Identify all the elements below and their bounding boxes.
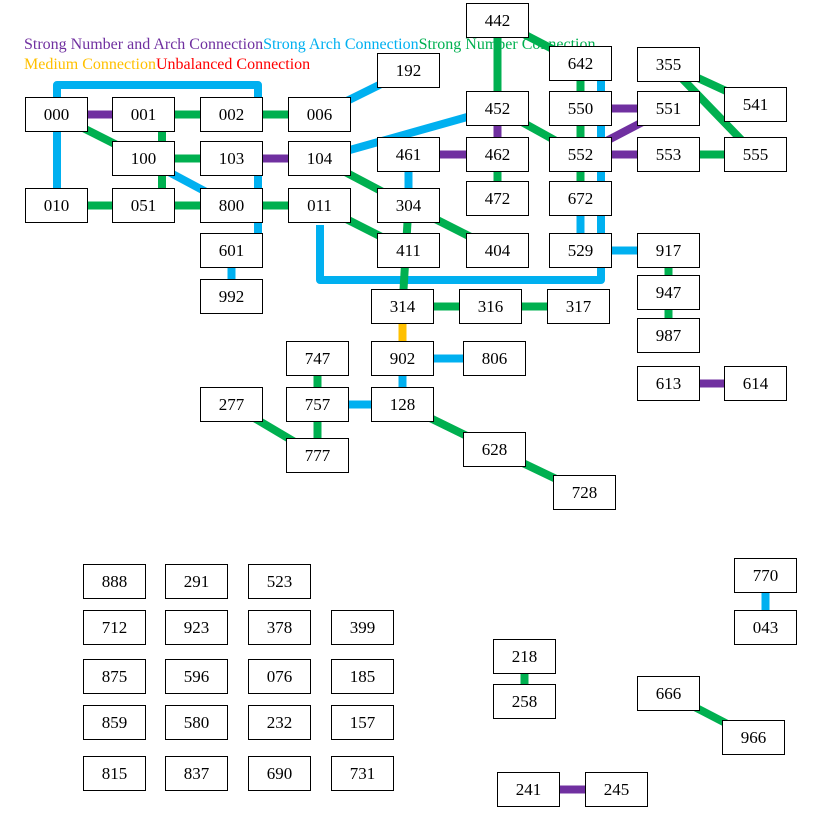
node-277: 277	[200, 387, 263, 422]
node-690: 690	[248, 756, 311, 791]
connection-011-642	[316, 64, 605, 284]
node-888: 888	[83, 564, 146, 599]
node-837: 837	[165, 756, 228, 791]
node-628: 628	[463, 432, 526, 467]
node-442: 442	[466, 3, 529, 38]
node-992: 992	[200, 279, 263, 314]
node-728: 728	[553, 475, 616, 510]
node-777: 777	[286, 438, 349, 473]
node-747: 747	[286, 341, 349, 376]
node-006: 006	[288, 97, 351, 132]
node-399: 399	[331, 610, 394, 645]
node-103: 103	[200, 141, 263, 176]
node-462: 462	[466, 137, 529, 172]
node-218: 218	[493, 639, 556, 674]
node-192: 192	[377, 53, 440, 88]
node-770: 770	[734, 558, 797, 593]
node-917: 917	[637, 233, 700, 268]
node-596: 596	[165, 659, 228, 694]
node-104: 104	[288, 141, 351, 176]
node-552: 552	[549, 137, 612, 172]
node-800: 800	[200, 188, 263, 223]
node-666: 666	[637, 676, 700, 711]
node-051: 051	[112, 188, 175, 223]
node-002: 002	[200, 97, 263, 132]
node-452: 452	[466, 91, 529, 126]
node-001: 001	[112, 97, 175, 132]
node-232: 232	[248, 705, 311, 740]
node-411: 411	[377, 233, 440, 268]
node-757: 757	[286, 387, 349, 422]
node-010: 010	[25, 188, 88, 223]
node-614: 614	[724, 366, 787, 401]
node-815: 815	[83, 756, 146, 791]
node-551: 551	[637, 91, 700, 126]
node-902: 902	[371, 341, 434, 376]
node-875: 875	[83, 659, 146, 694]
node-314: 314	[371, 289, 434, 324]
node-011: 011	[288, 188, 351, 223]
node-712: 712	[83, 610, 146, 645]
node-806: 806	[463, 341, 526, 376]
node-291: 291	[165, 564, 228, 599]
node-355: 355	[637, 47, 700, 82]
node-157: 157	[331, 705, 394, 740]
legend-medium: Medium Connection	[24, 56, 156, 73]
node-550: 550	[549, 91, 612, 126]
node-472: 472	[466, 181, 529, 216]
node-672: 672	[549, 181, 612, 216]
node-245: 245	[585, 772, 648, 807]
node-601: 601	[200, 233, 263, 268]
node-258: 258	[493, 684, 556, 719]
node-553: 553	[637, 137, 700, 172]
node-043: 043	[734, 610, 797, 645]
node-923: 923	[165, 610, 228, 645]
node-613: 613	[637, 366, 700, 401]
node-000: 000	[25, 97, 88, 132]
legend-unbalanced: Unbalanced Connection	[155, 56, 311, 73]
legend-row-1: Strong Number and Arch ConnectionStrong …	[24, 35, 596, 55]
node-580: 580	[165, 705, 228, 740]
legend-row-2: Medium ConnectionUnbalanced Connection	[24, 55, 310, 75]
node-555: 555	[724, 137, 787, 172]
node-947: 947	[637, 275, 700, 310]
node-241: 241	[497, 772, 560, 807]
node-859: 859	[83, 705, 146, 740]
node-076: 076	[248, 659, 311, 694]
node-128: 128	[371, 387, 434, 422]
node-541: 541	[724, 87, 787, 122]
node-304: 304	[377, 188, 440, 223]
node-185: 185	[331, 659, 394, 694]
node-461: 461	[377, 137, 440, 172]
node-317: 317	[547, 289, 610, 324]
node-404: 404	[466, 233, 529, 268]
node-987: 987	[637, 318, 700, 353]
node-642: 642	[549, 46, 612, 81]
legend-strong-number-and-arch: Strong Number and Arch Connection	[24, 36, 264, 53]
node-966: 966	[722, 720, 785, 755]
legend-strong-arch: Strong Arch Connection	[263, 36, 419, 53]
node-316: 316	[459, 289, 522, 324]
node-100: 100	[112, 141, 175, 176]
node-529: 529	[549, 233, 612, 268]
node-378: 378	[248, 610, 311, 645]
node-731: 731	[331, 756, 394, 791]
node-523: 523	[248, 564, 311, 599]
